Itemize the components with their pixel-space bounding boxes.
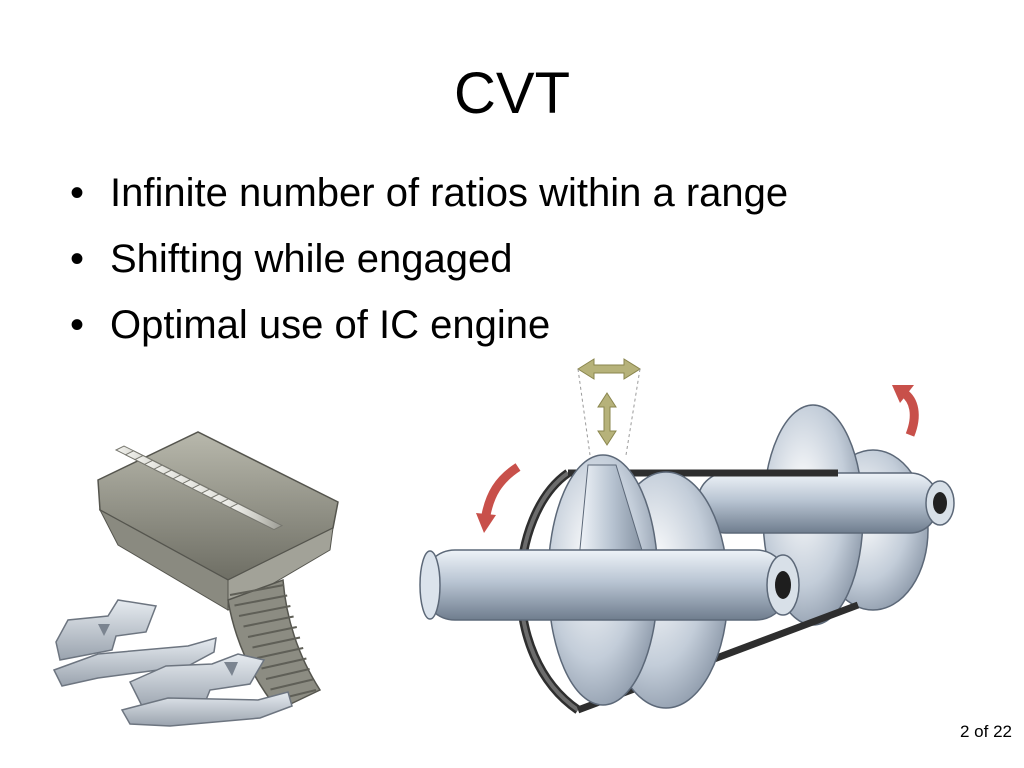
axial-adjust-arrow-icon <box>577 358 641 380</box>
bullet-marker: • <box>70 303 85 347</box>
guide-lines <box>577 368 641 456</box>
radial-adjust-arrow-icon <box>597 392 617 446</box>
variable-pulley-illustration <box>419 358 955 714</box>
loose-segment-piece <box>55 599 158 661</box>
slide-title: CVT <box>454 61 570 126</box>
primary-pulley <box>419 454 800 709</box>
bullet-item: • Infinite number of ratios within a ran… <box>70 160 788 226</box>
page-number: 2 of 22 <box>960 722 1012 741</box>
bullet-text: Infinite number of ratios within a range <box>110 171 789 215</box>
bullet-text: Shifting while engaged <box>110 237 513 281</box>
bullet-marker: • <box>70 237 85 281</box>
belt-band <box>227 578 322 711</box>
rotation-arrow-icon <box>892 385 919 437</box>
loose-segment-piece <box>52 636 217 687</box>
bullet-item: • Shifting while engaged <box>70 226 788 292</box>
loose-segment-piece <box>120 691 293 727</box>
bullet-item: • Optimal use of IC engine <box>70 292 788 358</box>
bullet-text: Optimal use of IC engine <box>110 303 551 347</box>
push-belt-illustration <box>52 431 339 727</box>
bullet-list: • Infinite number of ratios within a ran… <box>70 160 788 358</box>
rotation-arrow-icon <box>476 463 521 533</box>
bullet-marker: • <box>70 171 85 215</box>
belt-segment-stack <box>114 445 284 531</box>
